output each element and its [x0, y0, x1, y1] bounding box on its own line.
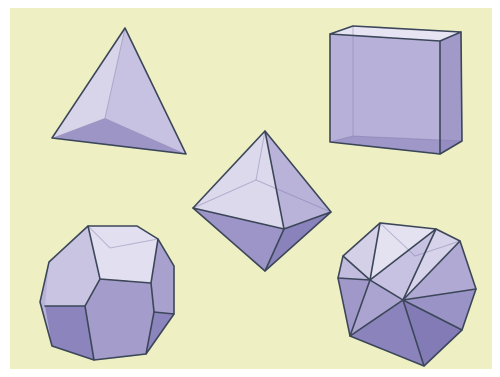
polyhedra-diagram	[10, 8, 492, 369]
cube	[330, 26, 462, 154]
dodecahedron-front-face	[85, 279, 154, 360]
polyhedra-panel	[10, 8, 492, 369]
cube-front-face	[330, 34, 440, 154]
cube-right-face	[440, 32, 462, 154]
